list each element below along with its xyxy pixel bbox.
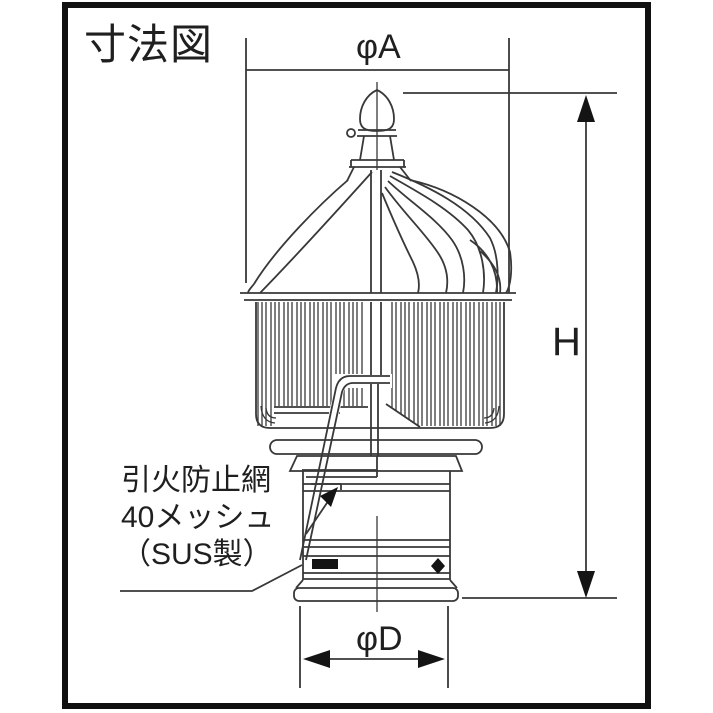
support-tube-outer bbox=[299, 375, 390, 561]
support-tube-inner bbox=[305, 382, 390, 561]
dome-hood bbox=[240, 170, 516, 301]
inner-mechanism bbox=[274, 302, 421, 562]
flame-arrester-annotation: 引火防止網 40メッシュ （SUS製） bbox=[121, 462, 274, 573]
label-mark bbox=[312, 559, 338, 569]
diagram-title: 寸法図 bbox=[84, 21, 214, 68]
arrow-up-right-icon bbox=[320, 487, 338, 507]
arrow-down-icon bbox=[577, 571, 595, 598]
base-cylinder bbox=[293, 471, 459, 612]
finial-knob bbox=[346, 128, 356, 138]
finial bbox=[346, 82, 412, 182]
dim-label-phi-a: φA bbox=[356, 28, 401, 66]
arrow-up-icon bbox=[577, 95, 595, 122]
storm-collar bbox=[269, 439, 483, 472]
dim-label-height: H bbox=[552, 320, 581, 364]
diamond-mark bbox=[431, 558, 445, 574]
arrow-left-icon bbox=[303, 650, 330, 668]
annotation-line-2: 40メッシュ bbox=[121, 501, 275, 534]
annotation-line-3: （SUS製） bbox=[121, 538, 273, 571]
bottom-flange bbox=[293, 587, 459, 602]
annotation-line-1: 引火防止網 bbox=[121, 464, 271, 497]
slat-cage bbox=[255, 302, 505, 429]
slat-masks bbox=[274, 302, 421, 427]
arrow-right-icon bbox=[418, 650, 445, 668]
drawing-frame-border bbox=[62, 2, 651, 709]
dim-height bbox=[403, 92, 617, 599]
dim-phi-d bbox=[299, 606, 449, 688]
dim-label-phi-d: φD bbox=[356, 620, 403, 658]
annotation-leader bbox=[120, 487, 338, 592]
